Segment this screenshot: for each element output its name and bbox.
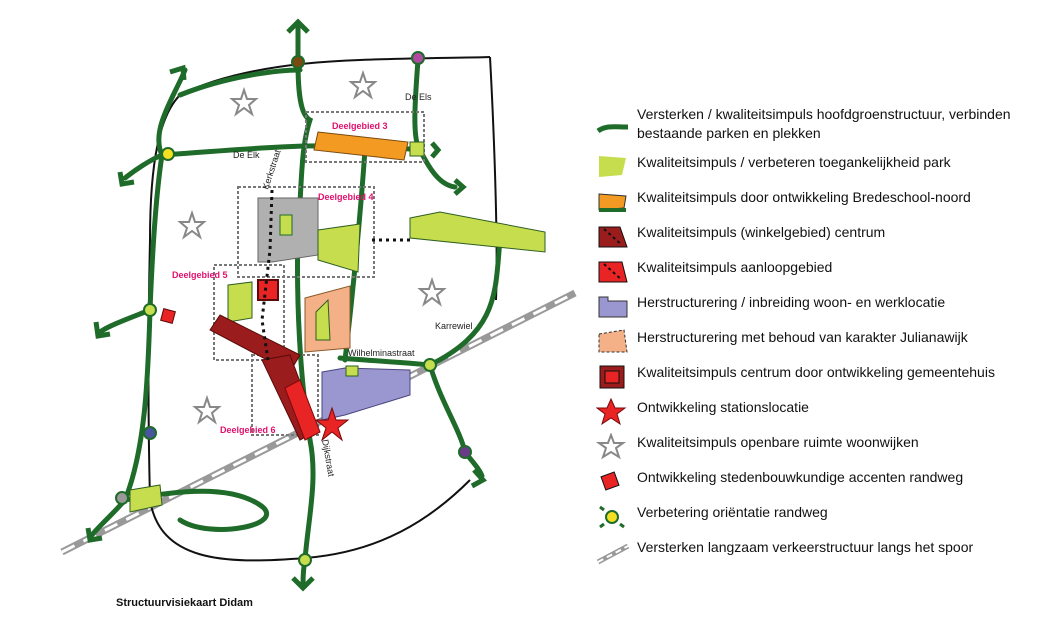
legend-text: Herstructurering / inbreiding woon- en w… — [637, 294, 946, 310]
legend-text: Kwaliteitsimpuls / verbeteren toegankeli… — [637, 154, 951, 170]
legend-text: Kwaliteitsimpuls door ontwikkeling Brede… — [637, 189, 971, 205]
bredeschool-area — [313, 131, 409, 161]
julianawijk-area-icon — [598, 329, 628, 353]
deelgebied-4-label: Deelgebied 4 — [318, 192, 374, 202]
gemeentehuis-area — [257, 279, 279, 301]
station-star-icon — [596, 398, 627, 426]
bredeschool-area-icon — [598, 193, 627, 212]
legend-text: Ontwikkeling stedenbouwkundige accenten … — [637, 469, 964, 485]
legend-text: Verbetering oriëntatie randweg — [637, 504, 828, 520]
centrum-area-icon — [598, 226, 628, 248]
herstructurering-area-icon — [598, 296, 628, 318]
herstructurering-block — [345, 365, 359, 377]
orientation-node-icon — [599, 505, 625, 529]
arrow-heads — [85, 18, 487, 592]
julianawijk-inner — [315, 298, 331, 341]
legend-text: Herstructurering met behoud van karakter… — [637, 329, 968, 345]
accent-square — [160, 308, 176, 324]
legend-text: Versterken / kwaliteitsimpuls hoofdgroen… — [637, 106, 1011, 141]
outline-stars — [177, 69, 447, 425]
street-label-de-elk: De Elk — [233, 150, 260, 160]
legend-text: Ontwikkeling stationslocatie — [637, 399, 809, 415]
aanloop-area — [284, 379, 321, 441]
legend-text: Kwaliteitsimpuls openbare ruimte woonwij… — [637, 434, 919, 450]
herstructurering-area — [321, 367, 411, 421]
street-label-karrewiel: Karrewiel — [435, 321, 473, 331]
accent-square-icon — [600, 471, 620, 491]
structure-map: De Els De Elk Kerkstraat Karrewiel Wilhe… — [60, 18, 577, 592]
legend-text: Kwaliteitsimpuls aanloopgebied — [637, 259, 833, 275]
legend-text: Kwaliteitsimpuls (winkelgebied) centrum — [637, 224, 886, 240]
street-label-wilhelminastraat: Wilhelminastraat — [348, 348, 415, 358]
map-caption: Structuurvisiekaart Didam — [116, 597, 253, 609]
grey-block — [279, 214, 293, 236]
dotted-connections — [260, 189, 410, 361]
green-structure-line-icon — [596, 124, 629, 133]
street-label-kerkstraat: Kerkstraat — [260, 148, 282, 191]
aanloop-area-icon — [598, 261, 628, 283]
street-label-dijkstraat: Dijkstraat — [320, 439, 336, 478]
park-area-icon — [599, 156, 626, 177]
orientation-nodes — [115, 51, 472, 567]
deelgebied-5-label: Deelgebied 5 — [172, 270, 228, 280]
legend-text: Versterken langzaam verkeerstructuur lan… — [637, 539, 974, 555]
legend-text: Kwaliteitsimpuls centrum door ontwikkeli… — [637, 364, 995, 380]
street-label-de-els: De Els — [405, 92, 432, 102]
outline-star-icon — [596, 433, 627, 460]
gemeentehuis-area-icon — [599, 365, 625, 389]
rail-dashed-line-icon — [596, 543, 630, 565]
deelgebied-3-label: Deelgebied 3 — [332, 121, 388, 131]
station-star — [314, 406, 350, 442]
park-areas — [129, 141, 546, 513]
deelgebied-6-label: Deelgebied 6 — [220, 425, 276, 435]
